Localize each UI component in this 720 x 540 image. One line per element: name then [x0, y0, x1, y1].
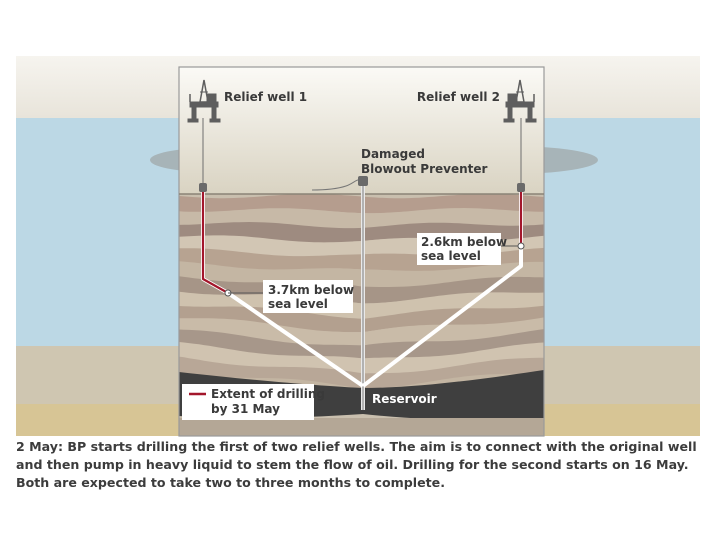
- well2-depth-box: [417, 233, 501, 265]
- well2-depth-line1: 2.6km below: [421, 235, 507, 249]
- caption-text: 2 May: BP starts drilling the first of t…: [16, 439, 697, 490]
- rock-layer: [179, 372, 544, 405]
- rock-layer: [179, 329, 544, 360]
- well1-depth-line1: 3.7km below: [268, 283, 354, 297]
- well1-depth-box: [263, 280, 353, 313]
- legend: Extent of drilling by 31 May: [182, 384, 325, 420]
- relief-well-2-bit: [517, 242, 525, 250]
- well2-depth-line2: sea level: [421, 249, 481, 263]
- rig1-wellhead: [199, 183, 207, 192]
- legend-line1: Extent of drilling: [211, 387, 325, 401]
- rig2-icon: [503, 79, 537, 123]
- riser-pipe: [311, 179, 359, 191]
- relief-well-1-drilled-path: [201, 192, 229, 294]
- legend-line2: by 31 May: [211, 402, 280, 416]
- rig2-label: Relief well 2: [417, 90, 500, 104]
- bop-label-line2: Blowout Preventer: [361, 162, 488, 176]
- rig2-wellhead: [517, 183, 525, 192]
- blowout-preventer: [358, 176, 368, 186]
- rig1-icon: [187, 79, 221, 123]
- rig1-label: Relief well 1: [224, 90, 307, 104]
- reservoir-label: Reservoir: [372, 392, 437, 406]
- well1-depth-line2: sea level: [268, 297, 328, 311]
- bop-label-line1: Damaged: [361, 147, 425, 161]
- bedrock-layer: [179, 418, 544, 436]
